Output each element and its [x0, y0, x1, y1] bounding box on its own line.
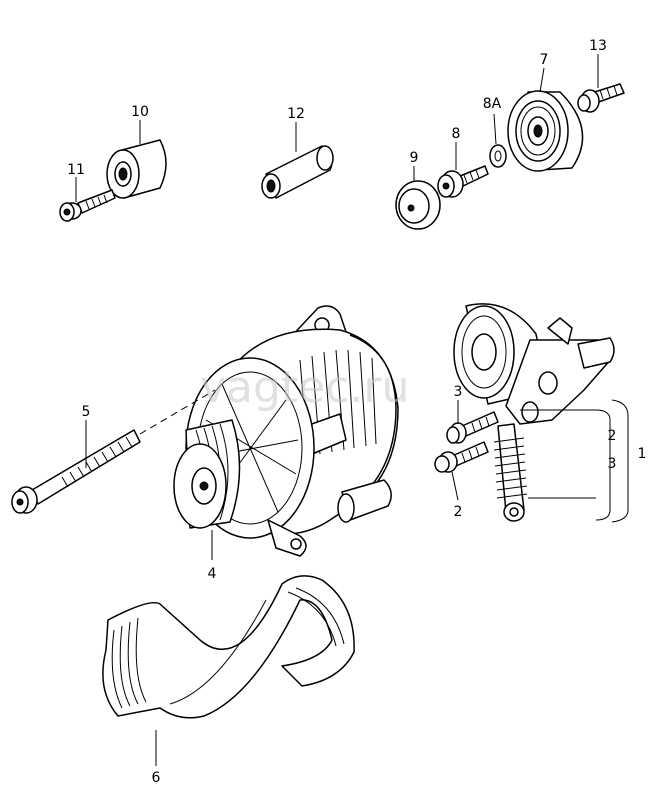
- callout-2-right: 2: [608, 428, 617, 444]
- part-8a-washer[interactable]: [489, 144, 507, 168]
- callout-3-right: 3: [608, 456, 617, 472]
- callout-11: 11: [67, 162, 85, 178]
- part-3-bolt[interactable]: [446, 411, 499, 444]
- part-5-insertion-line: [139, 389, 216, 435]
- callout-6: 6: [152, 770, 161, 786]
- part-4-alternator[interactable]: [173, 305, 399, 557]
- part-10-idler-roller[interactable]: [106, 139, 167, 199]
- part-5-long-bolt[interactable]: [11, 429, 141, 514]
- callout-4: 4: [208, 566, 217, 582]
- callout-10: 10: [131, 104, 149, 120]
- callout-13: 13: [589, 38, 607, 54]
- callout-12: 12: [287, 106, 305, 122]
- callout-5: 5: [82, 404, 91, 420]
- callout-labels: 10 11 12 9 8 8A 7 13 5 4 6 3 2 2 3 1: [67, 38, 646, 786]
- callout-2-left: 2: [454, 504, 463, 520]
- part-7-tensioner-pulley[interactable]: [507, 90, 584, 172]
- part-1-tensioner-assembly[interactable]: [453, 303, 615, 522]
- callout-1: 1: [638, 446, 647, 462]
- part-9-cap[interactable]: [395, 180, 441, 230]
- part-2-bolt[interactable]: [434, 441, 489, 473]
- part-13-stud-bolt[interactable]: [577, 83, 625, 113]
- part-12-sleeve[interactable]: [261, 145, 334, 199]
- part-6-ribbed-belt[interactable]: [102, 575, 355, 719]
- leader-lines: [75, 54, 629, 766]
- callout-9: 9: [410, 150, 419, 166]
- callout-7: 7: [540, 52, 549, 68]
- callout-8: 8: [452, 126, 461, 142]
- callout-3-left: 3: [454, 384, 463, 400]
- callout-8a: 8A: [483, 96, 502, 112]
- watermark: vagtec.ru: [200, 362, 409, 413]
- part-8-bolt[interactable]: [437, 165, 489, 198]
- part-11-bolt[interactable]: [59, 189, 116, 222]
